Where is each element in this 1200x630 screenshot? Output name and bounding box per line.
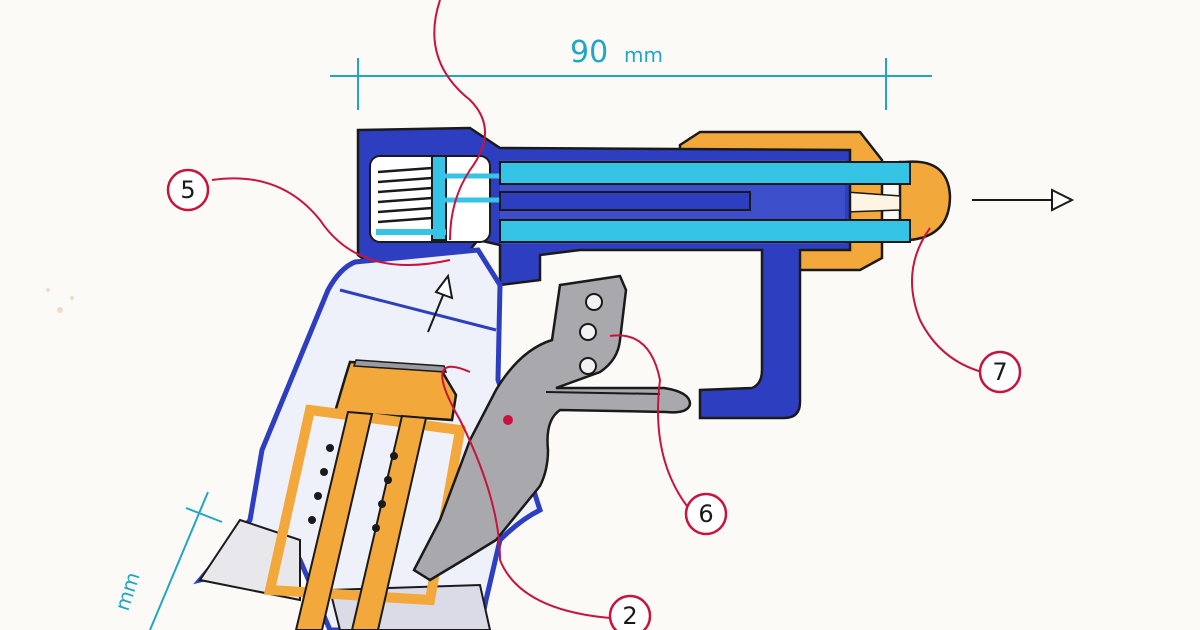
trigger-slot	[545, 391, 661, 395]
paper-texture	[46, 288, 74, 313]
nozzle-tip	[898, 160, 952, 242]
rod-upper	[499, 161, 911, 185]
svg-text:6: 6	[698, 500, 713, 528]
trigger-holes	[579, 293, 603, 375]
svg-text:2: 2	[622, 602, 637, 630]
callout-2: 2	[608, 594, 652, 630]
leader-5	[211, 177, 451, 266]
arrow-right-icon	[972, 188, 1075, 212]
dimension-top-value: 90	[570, 35, 608, 70]
cartridge-rod-right	[350, 414, 428, 630]
leader-6	[609, 334, 691, 511]
svg-text:7: 7	[992, 358, 1007, 386]
rod-lower	[499, 219, 911, 243]
handle-seam	[339, 288, 497, 332]
cartridge-top-plate	[352, 359, 448, 373]
cartridge-spring-dots	[308, 444, 398, 532]
trigger	[412, 274, 692, 582]
callout-5: 5	[166, 168, 210, 212]
trigger-pivot	[503, 415, 513, 425]
leader-top	[433, 0, 486, 241]
dimension-top-unit: mm	[624, 43, 663, 67]
leader-2	[441, 365, 611, 619]
svg-text:5: 5	[180, 176, 195, 204]
nozzle-slot	[845, 191, 901, 213]
spring-icon	[377, 166, 433, 224]
callout-7: 7	[978, 350, 1022, 394]
callout-leaders	[211, 0, 983, 619]
arrow-up-icon	[427, 273, 454, 333]
dimension-top	[330, 58, 932, 110]
dimension-left-unit: mm	[110, 569, 145, 613]
dimension-left	[149, 491, 223, 630]
callout-6: 6	[684, 492, 728, 536]
cartridge-rod-left	[294, 410, 374, 630]
leader-7	[911, 227, 983, 373]
rod-middle	[499, 191, 751, 211]
